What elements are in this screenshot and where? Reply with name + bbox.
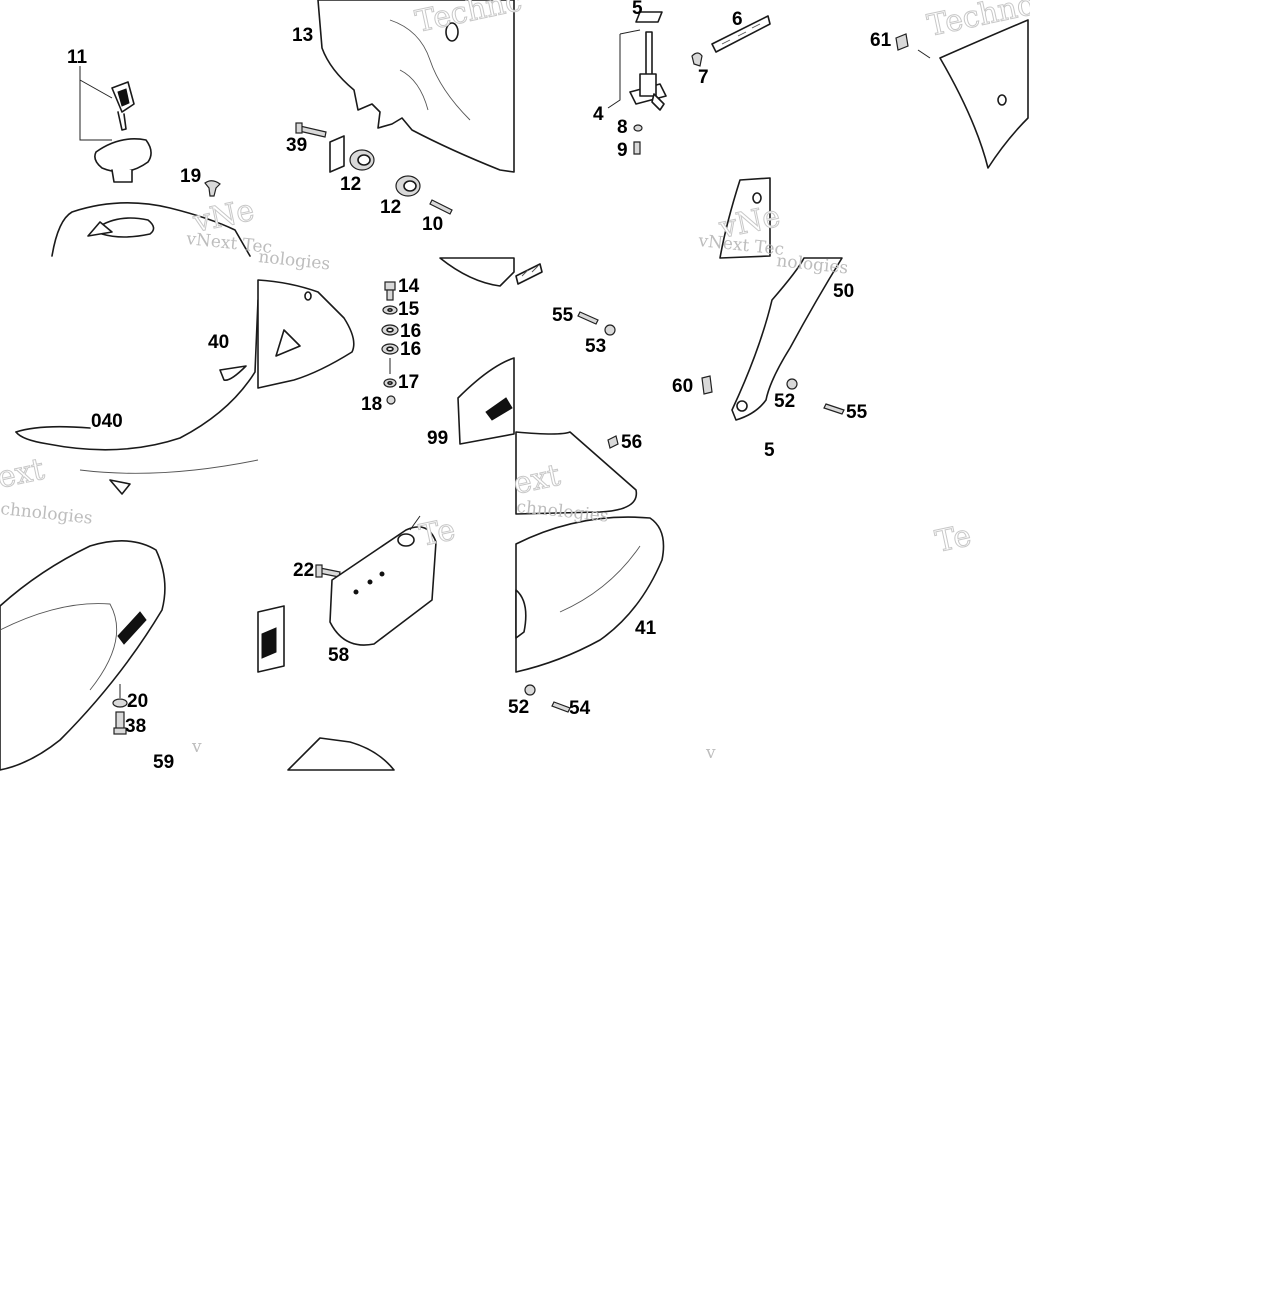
callout-label: 59 [153,752,174,773]
watermark: v [191,737,202,757]
callout-label: 17 [398,372,419,393]
callout-label: 54 [569,698,591,719]
watermark: ext [0,452,47,496]
callout-label: 20 [127,691,148,712]
inner-tank-cover [317,0,515,173]
grommet-12b [395,175,421,197]
watermark: Te [932,518,974,560]
fuel-tap [629,11,667,111]
washer-8 [633,124,643,132]
fender-fragment [287,737,395,771]
callout-label: 10 [422,214,443,235]
callout-label: 12 [340,174,361,195]
screw-9 [633,141,641,155]
watermark: chnologies [0,499,93,529]
watermark: Te [416,512,458,554]
callout-label: 8 [617,117,628,138]
callout-label: 7 [698,67,709,88]
callout-label: 5 [764,440,775,461]
callout-label: 38 [125,716,146,737]
callout-label: 52 [774,391,795,412]
blank-area [0,772,1285,1285]
callout-label: 16 [400,321,421,342]
bolt-55b [823,403,845,415]
clip-60 [701,375,713,395]
bolt-22 [315,564,341,578]
fuel-tank-top [51,202,251,257]
washer-16a [381,324,399,336]
callout-label: 55 [846,402,868,423]
watermark: nologies [257,247,331,274]
washer-17 [383,378,397,388]
callout-label: 52 [508,697,529,718]
tank-side-panel [15,299,259,495]
bolt-39 [295,122,327,138]
callout-label: 56 [621,432,642,453]
callout-label: 40 [208,332,229,353]
clip-61 [895,33,909,51]
callout-label: 15 [398,299,420,320]
callout-label: 6 [732,9,743,30]
bolt-10 [429,199,453,215]
bolt-14 [384,281,396,301]
callout-label: 58 [328,645,349,666]
callout-label: 040 [91,411,123,432]
callout-label: 22 [293,560,314,581]
watermark: nologies [775,251,849,278]
watermark: v [705,743,716,763]
ignition-key [111,81,135,131]
front-fender-41 [515,516,665,673]
spoiler-left [257,257,515,389]
callout-label: 53 [585,336,606,357]
decal-99 [457,357,515,445]
washer-20 [112,698,128,708]
callout-label: 12 [380,197,401,218]
grommet-12a [349,149,375,171]
callout-label: 39 [286,135,307,156]
washer-15 [382,305,398,315]
grommet-53 [604,324,616,336]
callout-label: 18 [361,394,382,415]
callout-label: 50 [833,281,854,302]
callout-label: 61 [870,30,892,51]
bolt-54 [551,701,571,713]
bolt-55a [577,311,599,325]
callout-label: 19 [180,166,201,187]
side-panel-top [939,19,1029,169]
callout-label: 99 [427,428,448,449]
hose-fragment [515,263,543,285]
callout-label: 14 [398,276,420,297]
decal-left [257,605,285,673]
callout-label: 5 [632,0,643,19]
nut-18 [386,395,396,405]
callout-label: 41 [635,618,657,639]
screw-19 [204,180,221,197]
grommet-52a [786,378,798,390]
filler-cap [94,138,152,183]
callout-label: 4 [593,104,604,125]
plate-39 [329,135,345,173]
hose-clamp-7 [691,52,703,67]
callout-label: 9 [617,140,628,161]
bolt-38 [113,711,127,735]
headlight-fairing [515,431,638,515]
fuel-hose-6 [711,15,771,53]
grommet-52b [524,684,536,696]
seat [0,540,166,771]
blank-area [1030,0,1285,772]
callout-label: 60 [672,376,693,397]
washer-16b [381,343,399,355]
callout-label: 55 [552,305,574,326]
callout-label: 11 [67,47,88,68]
callout-label: 16 [400,339,421,360]
callout-label: 13 [292,25,313,46]
side-fairing-50 [719,177,843,421]
screw-56 [607,435,619,449]
toolbox-58 [329,526,437,646]
